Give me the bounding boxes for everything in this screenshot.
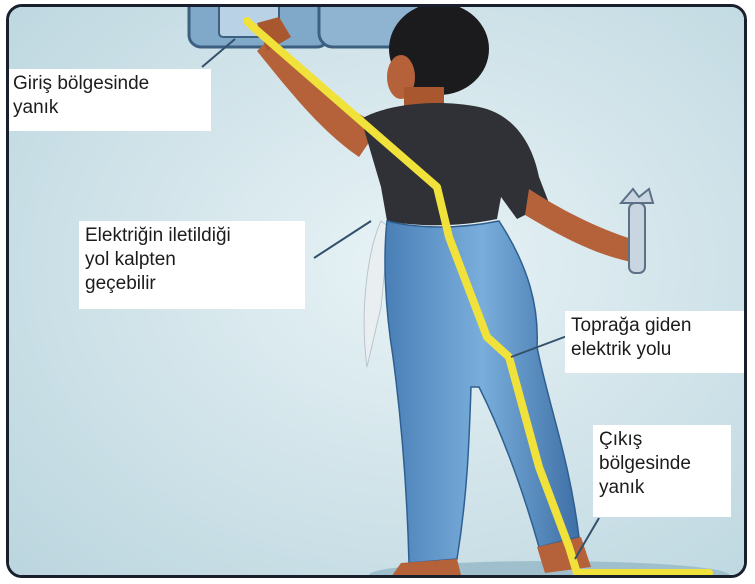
label-entry-burn: Giriş bölgesinde yanık <box>7 69 211 131</box>
illustration-frame: Giriş bölgesinde yanık Elektriğin iletil… <box>6 4 747 578</box>
label-exit-burn: Çıkış bölgesinde yanık <box>593 425 731 517</box>
label-ground-path: Toprağa giden elektrik yolu <box>565 311 747 373</box>
fuse-box-icon <box>189 7 419 47</box>
label-heart-path: Elektriğin iletildiği yol kalpten geçebi… <box>79 221 305 309</box>
